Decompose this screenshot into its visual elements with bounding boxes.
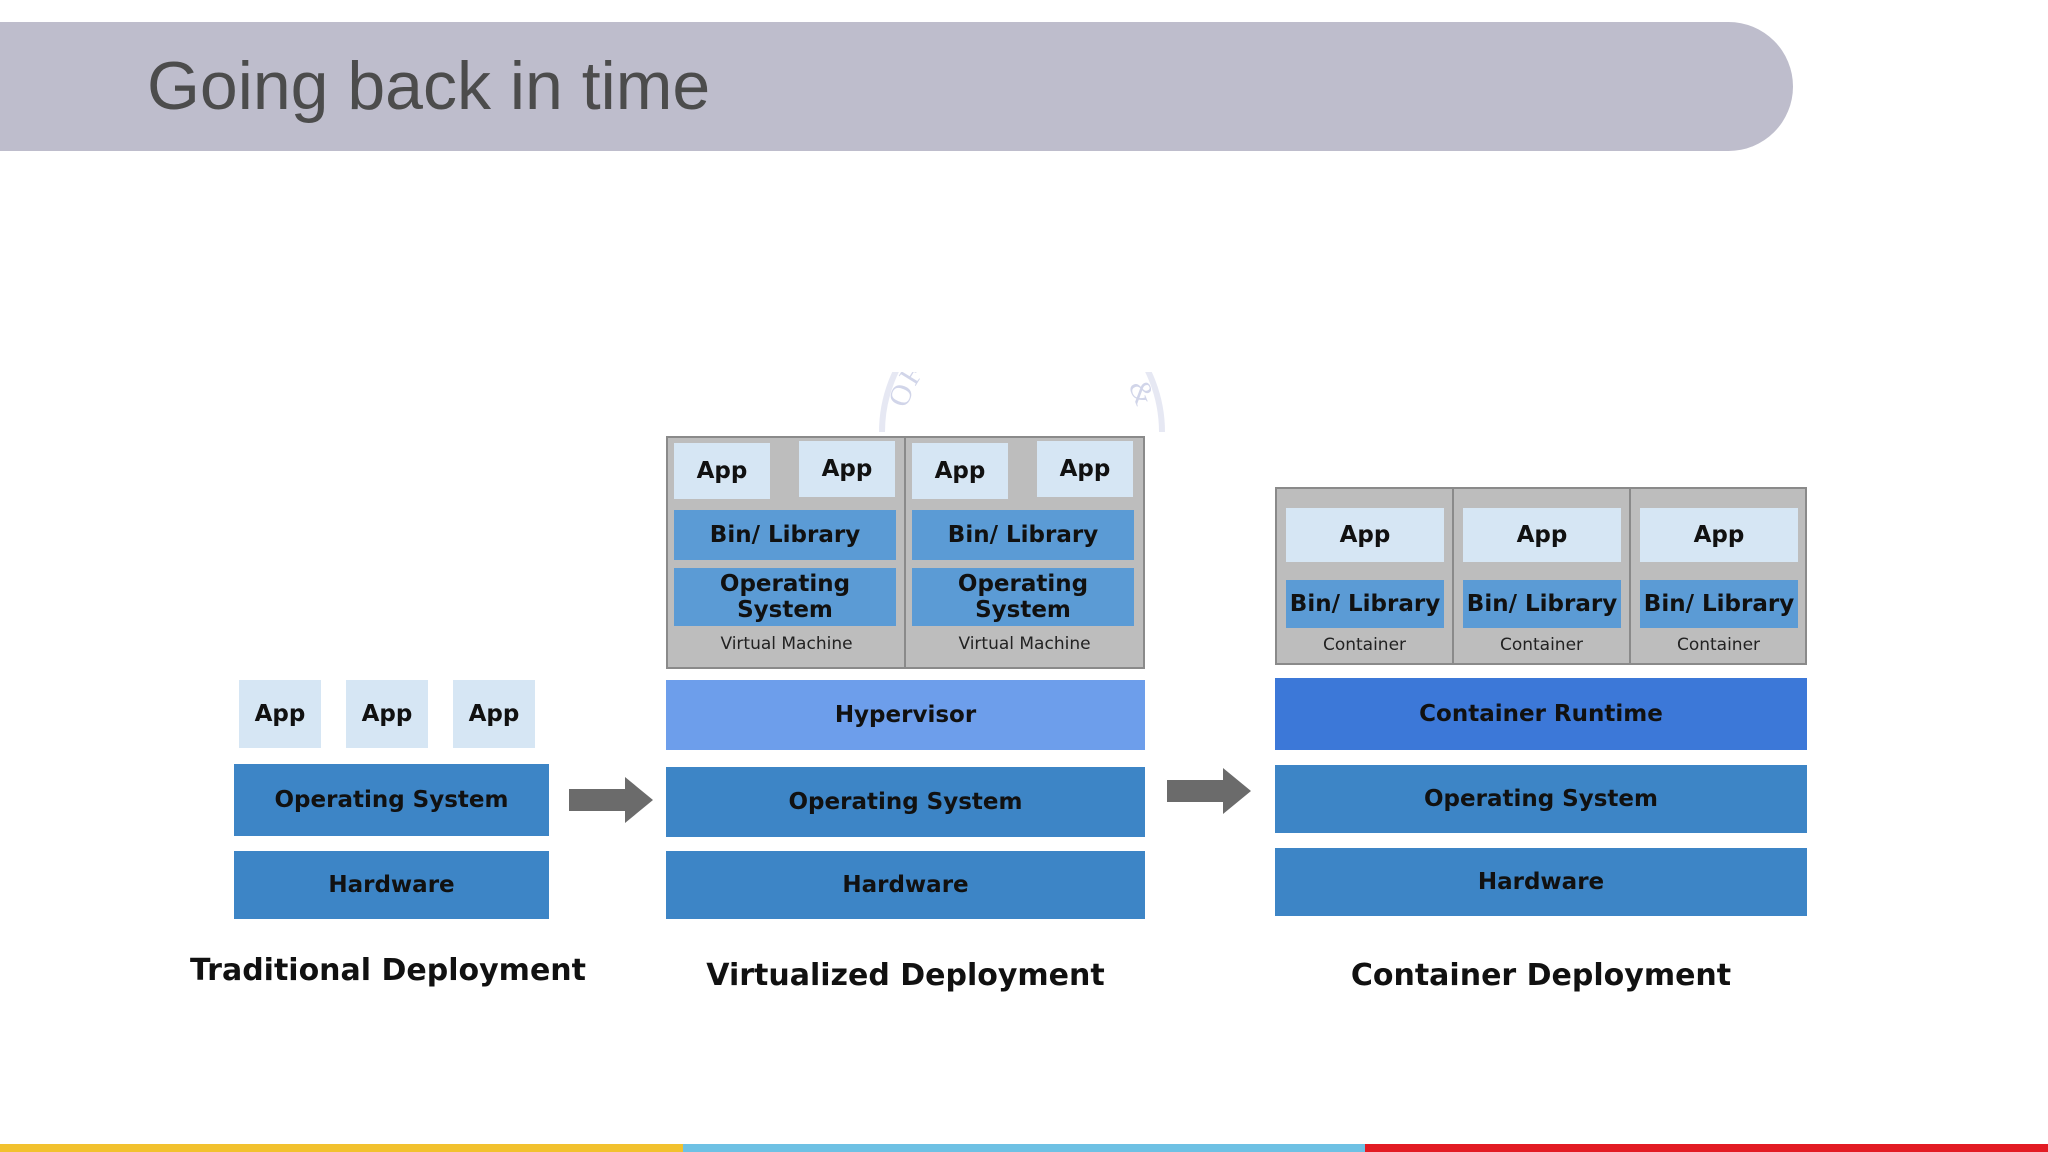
virtualized-operating-system: Operating System bbox=[666, 767, 1145, 837]
bottom-bar-yellow bbox=[0, 1144, 683, 1152]
vm2-operating-system: Operating System bbox=[912, 568, 1134, 626]
vm1-bin-library: Bin/ Library bbox=[674, 510, 896, 560]
container1-label: Container bbox=[1322, 635, 1407, 655]
traditional-operating-system: Operating System bbox=[234, 764, 549, 836]
institute-seal-watermark: OF TECHNOLOGY & bbox=[879, 372, 1165, 432]
hypervisor: Hypervisor bbox=[666, 680, 1145, 750]
traditional-hardware: Hardware bbox=[234, 851, 549, 919]
bottom-bar-blue bbox=[683, 1144, 1365, 1152]
arrow-right-icon bbox=[569, 777, 653, 823]
container1-app: App bbox=[1286, 508, 1444, 562]
container1-bin-library: Bin/ Library bbox=[1286, 580, 1444, 628]
virtualized-hardware: Hardware bbox=[666, 851, 1145, 919]
container3-app: App bbox=[1640, 508, 1798, 562]
vm1-operating-system: Operating System bbox=[674, 568, 896, 626]
vm1-app-2: App bbox=[799, 441, 895, 497]
title-banner: Going back in time bbox=[0, 22, 1793, 151]
container-divider-2 bbox=[1629, 489, 1631, 663]
vm1-label: Virtual Machine bbox=[720, 634, 853, 654]
slide-title: Going back in time bbox=[147, 48, 711, 124]
bottom-bar-red bbox=[1365, 1144, 2048, 1152]
traditional-app-3: App bbox=[453, 680, 535, 748]
container-caption: Container Deployment bbox=[1350, 958, 1732, 993]
vm2-bin-library: Bin/ Library bbox=[912, 510, 1134, 560]
vm-divider bbox=[904, 438, 906, 667]
container3-label: Container bbox=[1676, 635, 1761, 655]
container-divider-1 bbox=[1452, 489, 1454, 663]
arrow-right-icon bbox=[1167, 768, 1251, 814]
vm2-app-2: App bbox=[1037, 441, 1133, 497]
container-hardware: Hardware bbox=[1275, 848, 1807, 916]
container2-label: Container bbox=[1499, 635, 1584, 655]
container2-app: App bbox=[1463, 508, 1621, 562]
traditional-app-1: App bbox=[239, 680, 321, 748]
container2-bin-library: Bin/ Library bbox=[1463, 580, 1621, 628]
seal-text: OF TECHNOLOGY & bbox=[882, 372, 1160, 411]
container-runtime: Container Runtime bbox=[1275, 678, 1807, 750]
svg-text:OF TECHNOLOGY &: OF TECHNOLOGY & bbox=[882, 372, 1162, 411]
vm2-app-1: App bbox=[912, 443, 1008, 499]
virtualized-caption: Virtualized Deployment bbox=[706, 958, 1105, 993]
container-operating-system: Operating System bbox=[1275, 765, 1807, 833]
traditional-caption: Traditional Deployment bbox=[189, 953, 586, 988]
traditional-app-2: App bbox=[346, 680, 428, 748]
vm2-label: Virtual Machine bbox=[958, 634, 1091, 654]
container3-bin-library: Bin/ Library bbox=[1640, 580, 1798, 628]
vm1-app-1: App bbox=[674, 443, 770, 499]
